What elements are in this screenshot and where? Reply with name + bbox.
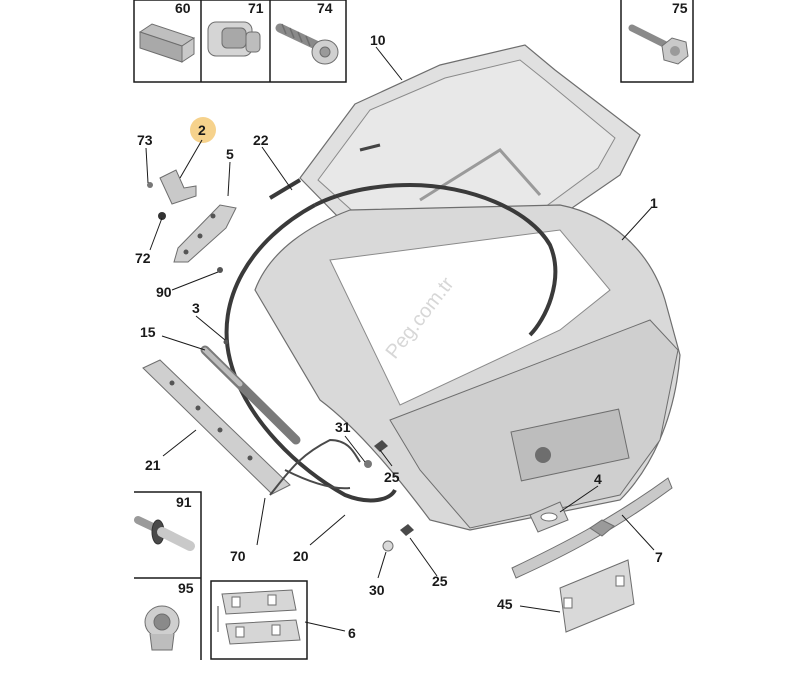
part-74-fastener xyxy=(275,23,339,65)
label-22: 22 xyxy=(253,132,269,148)
label-2: 2 xyxy=(198,122,206,138)
part-45-plate-bracket xyxy=(559,559,635,633)
reference-box-top-right xyxy=(620,0,694,83)
label-25-upper: 25 xyxy=(384,469,400,485)
part-95-grommet xyxy=(144,605,180,651)
part-6-plates xyxy=(217,589,301,645)
leader-lines xyxy=(145,46,655,632)
part-91-rivet xyxy=(134,516,195,551)
part-22-strip xyxy=(268,178,302,200)
highlight-marker xyxy=(190,117,216,143)
part-4-plate xyxy=(529,501,569,533)
reference-box-part-6 xyxy=(210,580,308,660)
part-75-bolt xyxy=(628,24,689,65)
label-1: 1 xyxy=(650,195,658,211)
label-20: 20 xyxy=(293,548,309,564)
label-5: 5 xyxy=(226,146,234,162)
part-5-bracket xyxy=(173,204,237,263)
part-70-cable xyxy=(269,438,361,496)
part-7-garnish-strip xyxy=(511,477,673,579)
small-fasteners xyxy=(217,267,414,552)
label-71: 71 xyxy=(248,0,264,16)
label-7: 7 xyxy=(655,549,663,565)
label-25-lower: 25 xyxy=(432,573,448,589)
label-15: 15 xyxy=(140,324,156,340)
label-90: 90 xyxy=(156,284,172,300)
label-30: 30 xyxy=(369,582,385,598)
label-72: 72 xyxy=(135,250,151,266)
label-21: 21 xyxy=(145,457,161,473)
part-15-gas-strut xyxy=(200,345,301,445)
label-6: 6 xyxy=(348,625,356,641)
reference-box-bottom-left xyxy=(134,491,202,660)
part-1-tailgate-body xyxy=(254,204,681,531)
label-91: 91 xyxy=(176,494,192,510)
reference-box-top-left xyxy=(133,0,347,83)
label-31: 31 xyxy=(335,419,351,435)
label-74: 74 xyxy=(317,0,333,16)
label-95: 95 xyxy=(178,580,194,596)
label-4: 4 xyxy=(594,471,602,487)
part-71-clip xyxy=(207,21,261,57)
label-10: 10 xyxy=(370,32,386,48)
label-3: 3 xyxy=(192,300,200,316)
label-73: 73 xyxy=(137,132,153,148)
part-21-trim-panel xyxy=(142,359,291,495)
label-75: 75 xyxy=(672,0,688,16)
part-20-seal xyxy=(224,182,558,503)
part-60-block xyxy=(138,23,196,63)
label-60: 60 xyxy=(175,0,191,16)
label-70: 70 xyxy=(230,548,246,564)
part-2-hinge xyxy=(147,169,197,220)
label-45: 45 xyxy=(497,596,513,612)
